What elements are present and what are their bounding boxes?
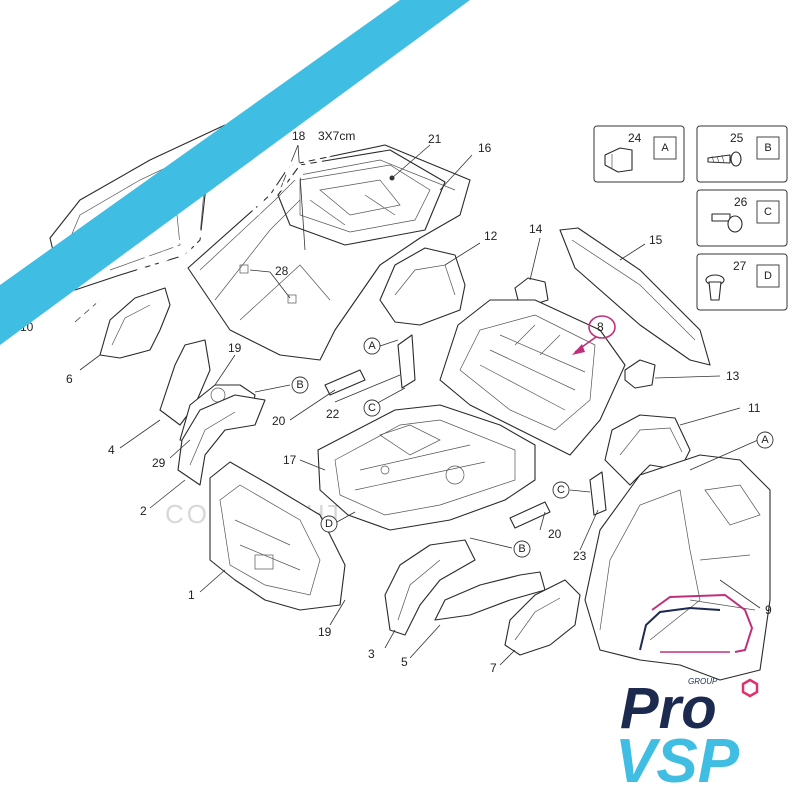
callout-5: 5 bbox=[401, 655, 408, 669]
leader-lines bbox=[74, 144, 761, 666]
svg-text:C: C bbox=[557, 484, 565, 496]
callout-2: 2 bbox=[140, 504, 147, 518]
part-7-right-fender[interactable] bbox=[504, 579, 581, 656]
hexagon-icon bbox=[741, 678, 759, 698]
svg-text:C: C bbox=[764, 206, 772, 218]
part-9-right-body-side[interactable] bbox=[584, 454, 771, 681]
callout-23: 23 bbox=[573, 549, 587, 563]
screw-icon bbox=[707, 151, 742, 167]
part-22-reinforcement[interactable] bbox=[397, 334, 416, 389]
part-23-reinforcement[interactable] bbox=[589, 471, 607, 516]
callout-15: 15 bbox=[649, 233, 663, 247]
banner-stripe bbox=[0, 0, 470, 345]
part-20-right-crossmember[interactable] bbox=[509, 501, 551, 529]
part-12-rear-wheelhouse-left[interactable] bbox=[379, 247, 466, 326]
callout-20-right: 20 bbox=[548, 527, 562, 541]
svg-text:B: B bbox=[764, 142, 771, 154]
ref-a-left: A bbox=[363, 337, 381, 355]
callout-7: 7 bbox=[490, 661, 497, 675]
callout-28: 28 bbox=[275, 264, 289, 278]
callout-6: 6 bbox=[66, 372, 73, 386]
part-1-front-bulkhead[interactable] bbox=[209, 461, 346, 611]
svg-text:24: 24 bbox=[628, 131, 642, 145]
part-8-highlight bbox=[572, 315, 616, 355]
callout-21: 21 bbox=[428, 132, 442, 146]
svg-text:D: D bbox=[764, 270, 772, 282]
provsp-logo: GROUP Pro VSP bbox=[615, 593, 759, 796]
callout-numbers: 10 6 18 3X7cm 21 16 12 14 15 28 19 8 4 2… bbox=[20, 129, 772, 675]
callout-14: 14 bbox=[529, 222, 543, 236]
callout-12: 12 bbox=[484, 229, 498, 243]
callout-9: 9 bbox=[765, 603, 772, 617]
part-15-rear-panel[interactable] bbox=[559, 227, 711, 366]
part-17-main-floor[interactable] bbox=[317, 404, 536, 531]
plastic-clip-icon bbox=[604, 147, 633, 173]
svg-text:A: A bbox=[761, 434, 769, 446]
callout-29: 29 bbox=[152, 456, 166, 470]
ref-a-right: A bbox=[756, 431, 774, 449]
callout-13: 13 bbox=[726, 369, 740, 383]
svg-text:25: 25 bbox=[730, 131, 744, 145]
svg-text:B: B bbox=[518, 543, 525, 555]
callout-16: 16 bbox=[478, 141, 492, 155]
callout-3: 3 bbox=[368, 647, 375, 661]
reference-markers: A B C D B C A bbox=[291, 337, 774, 558]
callout-18: 18 bbox=[292, 129, 306, 143]
part-20-left-crossmember[interactable] bbox=[324, 369, 366, 396]
logo-vsp: VSP bbox=[615, 727, 740, 796]
push-pin-icon bbox=[705, 274, 725, 301]
callout-17: 17 bbox=[283, 453, 297, 467]
part-8-trunk-floor[interactable] bbox=[439, 299, 626, 456]
part-28-clips[interactable] bbox=[239, 264, 297, 304]
logo-pro: Pro bbox=[620, 676, 717, 741]
logo-tagline: GROUP bbox=[688, 677, 718, 686]
svg-text:26: 26 bbox=[734, 195, 748, 209]
svg-text:D: D bbox=[325, 518, 333, 530]
fastener-box-a: A 24 bbox=[593, 125, 685, 183]
ref-c-left: C bbox=[363, 399, 381, 417]
svg-text:A: A bbox=[368, 340, 376, 352]
car-outline-icon bbox=[639, 593, 754, 653]
ref-b-right: B bbox=[513, 540, 531, 558]
part-5-right-rail[interactable] bbox=[434, 571, 546, 621]
callout-11: 11 bbox=[748, 401, 761, 415]
part-2-left-wheelhouse[interactable] bbox=[177, 394, 266, 486]
part-3-right-wheelhouse[interactable] bbox=[384, 539, 476, 636]
part-6-left-fender[interactable] bbox=[99, 287, 171, 359]
part-13-bracket[interactable] bbox=[624, 359, 656, 389]
ref-b-left: B bbox=[291, 376, 309, 394]
part-4-left-rail[interactable] bbox=[159, 339, 211, 426]
callout-20-left: 20 bbox=[272, 414, 286, 428]
callout-19-top: 19 bbox=[228, 341, 242, 355]
callout-8: 8 bbox=[597, 320, 604, 334]
callout-22: 22 bbox=[326, 407, 340, 421]
svg-text:A: A bbox=[661, 142, 669, 154]
svg-text:B: B bbox=[296, 379, 303, 391]
svg-text:C: C bbox=[368, 402, 376, 414]
ref-d: D bbox=[320, 515, 338, 533]
rivet-icon bbox=[711, 213, 743, 233]
callout-1: 1 bbox=[188, 588, 195, 602]
dimension-note: 3X7cm bbox=[318, 129, 355, 143]
callout-19-bottom: 19 bbox=[318, 625, 332, 639]
fastener-box-c: C 26 bbox=[696, 189, 788, 247]
svg-text:27: 27 bbox=[733, 259, 747, 273]
ref-c-right: C bbox=[552, 481, 570, 499]
fastener-box-d: D 27 bbox=[696, 253, 788, 311]
fastener-box-b: B 25 bbox=[696, 125, 788, 183]
callout-4: 4 bbox=[108, 443, 115, 457]
